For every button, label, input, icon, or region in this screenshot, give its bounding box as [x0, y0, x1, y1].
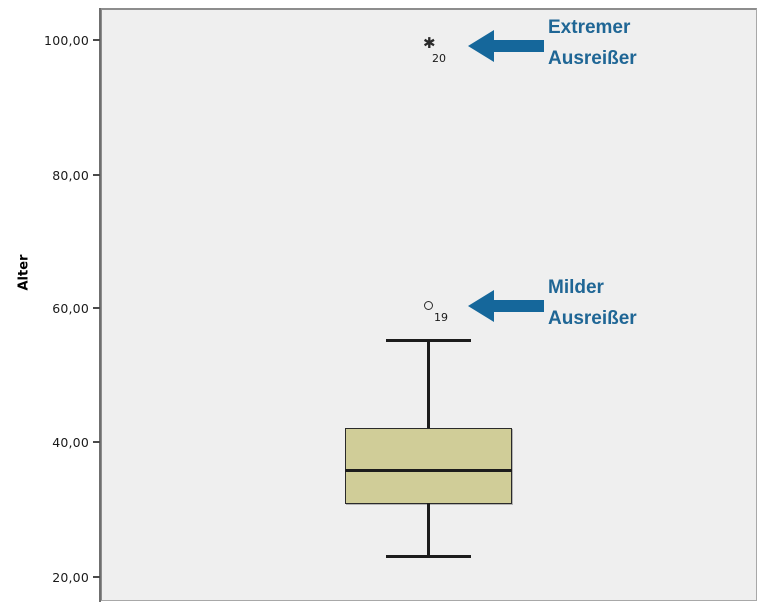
mild-outlier-label: 19 [434, 311, 448, 324]
y-axis-line [99, 8, 101, 602]
y-axis-tick-20 [93, 576, 100, 578]
annotation-mild-line1: Milder [548, 277, 604, 298]
y-axis-tick-60 [93, 307, 100, 309]
y-axis-title: Alter [16, 254, 32, 291]
annotation-extreme-line1: Extremer [548, 17, 631, 38]
arrow-left-icon-mild [468, 290, 544, 322]
annotation-mild-line2: Ausreißer [548, 308, 637, 329]
y-axis-label-40: 40,00 [52, 435, 89, 450]
y-axis-label-80: 80,00 [52, 168, 89, 183]
lower-whisker-cap [386, 555, 471, 558]
extreme-outlier-marker-icon: ✱ [423, 34, 436, 52]
y-axis-tick-80 [93, 174, 100, 176]
annotation-mild-outlier: Milder Ausreißer [548, 272, 637, 334]
y-axis-tick-100 [93, 39, 100, 41]
arrow-left-icon-extreme [468, 30, 544, 62]
extreme-outlier-label: 20 [432, 52, 446, 65]
annotation-extreme-outlier: Extremer Ausreißer [548, 12, 637, 74]
lower-whisker-stem [427, 503, 430, 556]
annotation-extreme-line2: Ausreißer [548, 48, 637, 69]
mild-outlier-marker-icon [424, 301, 433, 310]
y-axis-label-100: 100,00 [44, 33, 89, 48]
median-line [345, 469, 512, 472]
y-axis-tick-40 [93, 441, 100, 443]
y-axis-label-20: 20,00 [52, 570, 89, 585]
box-iqr [345, 428, 512, 504]
upper-whisker-stem [427, 339, 430, 429]
y-axis-label-60: 60,00 [52, 301, 89, 316]
